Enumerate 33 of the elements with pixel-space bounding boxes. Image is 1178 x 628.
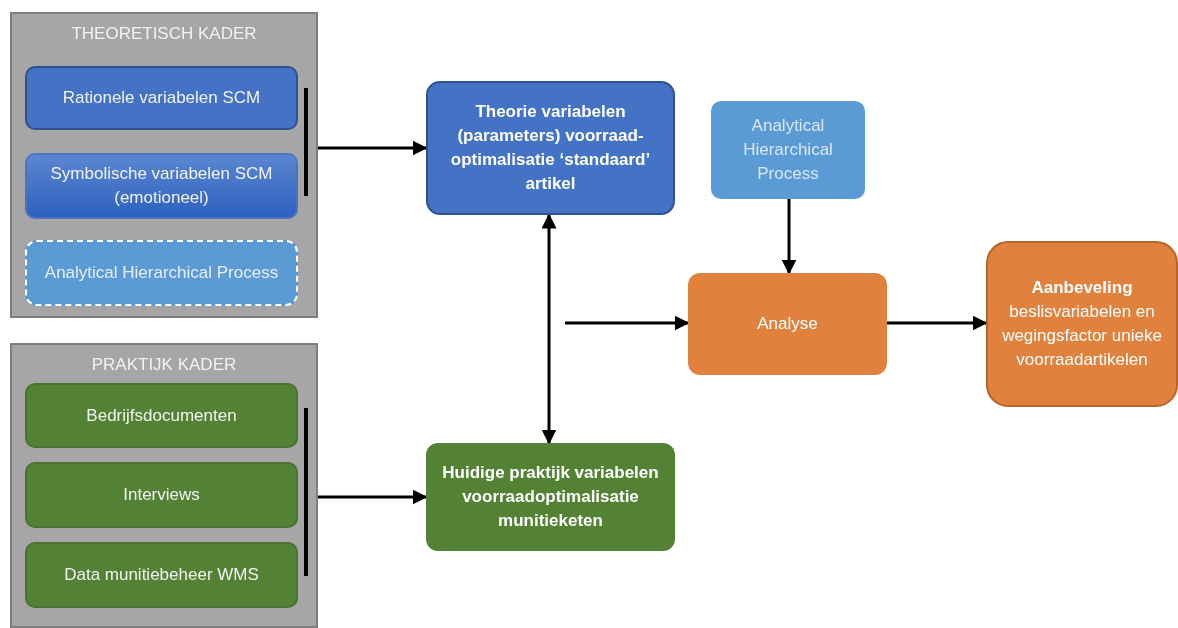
process-box [688, 273, 887, 375]
framework-panel [10, 12, 318, 318]
arrow [565, 315, 690, 331]
process-box [711, 101, 865, 199]
panel-title: THEORETISCH KADER [71, 23, 257, 45]
framework-panel [10, 343, 318, 628]
box-label: Interviews [123, 484, 200, 507]
box-label: Bedrijfsdocumenten [86, 404, 237, 427]
box-heading: Aanbeveling [1031, 277, 1133, 300]
box-label: Huidige praktijk variabelen voorraadoptimalisatie munitieketen [441, 462, 660, 532]
process-box [426, 81, 675, 215]
process-box [986, 241, 1178, 407]
box-label: Analyse [757, 313, 818, 336]
box-label: Symbolische variabelen SCM (emotioneel) [49, 163, 274, 209]
arrow [781, 199, 797, 275]
box-label: beslisvariabelen en wegingsfactor unieke voorraadartikelen [1001, 301, 1163, 371]
process-box [25, 240, 298, 306]
box-label: Rationele variabelen SCM [62, 87, 261, 110]
box-label: Analytical Hierarchical Process [742, 115, 834, 185]
arrow [318, 140, 428, 156]
process-box [426, 443, 675, 551]
arrow [318, 489, 428, 505]
process-box [25, 542, 298, 608]
panel-title: PRAKTIJK KADER [91, 354, 237, 376]
process-box [25, 66, 298, 130]
arrow [541, 213, 557, 445]
process-box [25, 153, 298, 219]
box-label: Analytical Hierarchical Process [44, 262, 279, 285]
box-label: Data munitiebeheer WMS [64, 564, 259, 587]
process-box [25, 462, 298, 528]
process-box [25, 383, 298, 448]
box-label: Theorie variabelen (parameters) voorraad-optimalisatie ‘standaard’ artikel [449, 101, 652, 195]
arrow [887, 315, 988, 331]
